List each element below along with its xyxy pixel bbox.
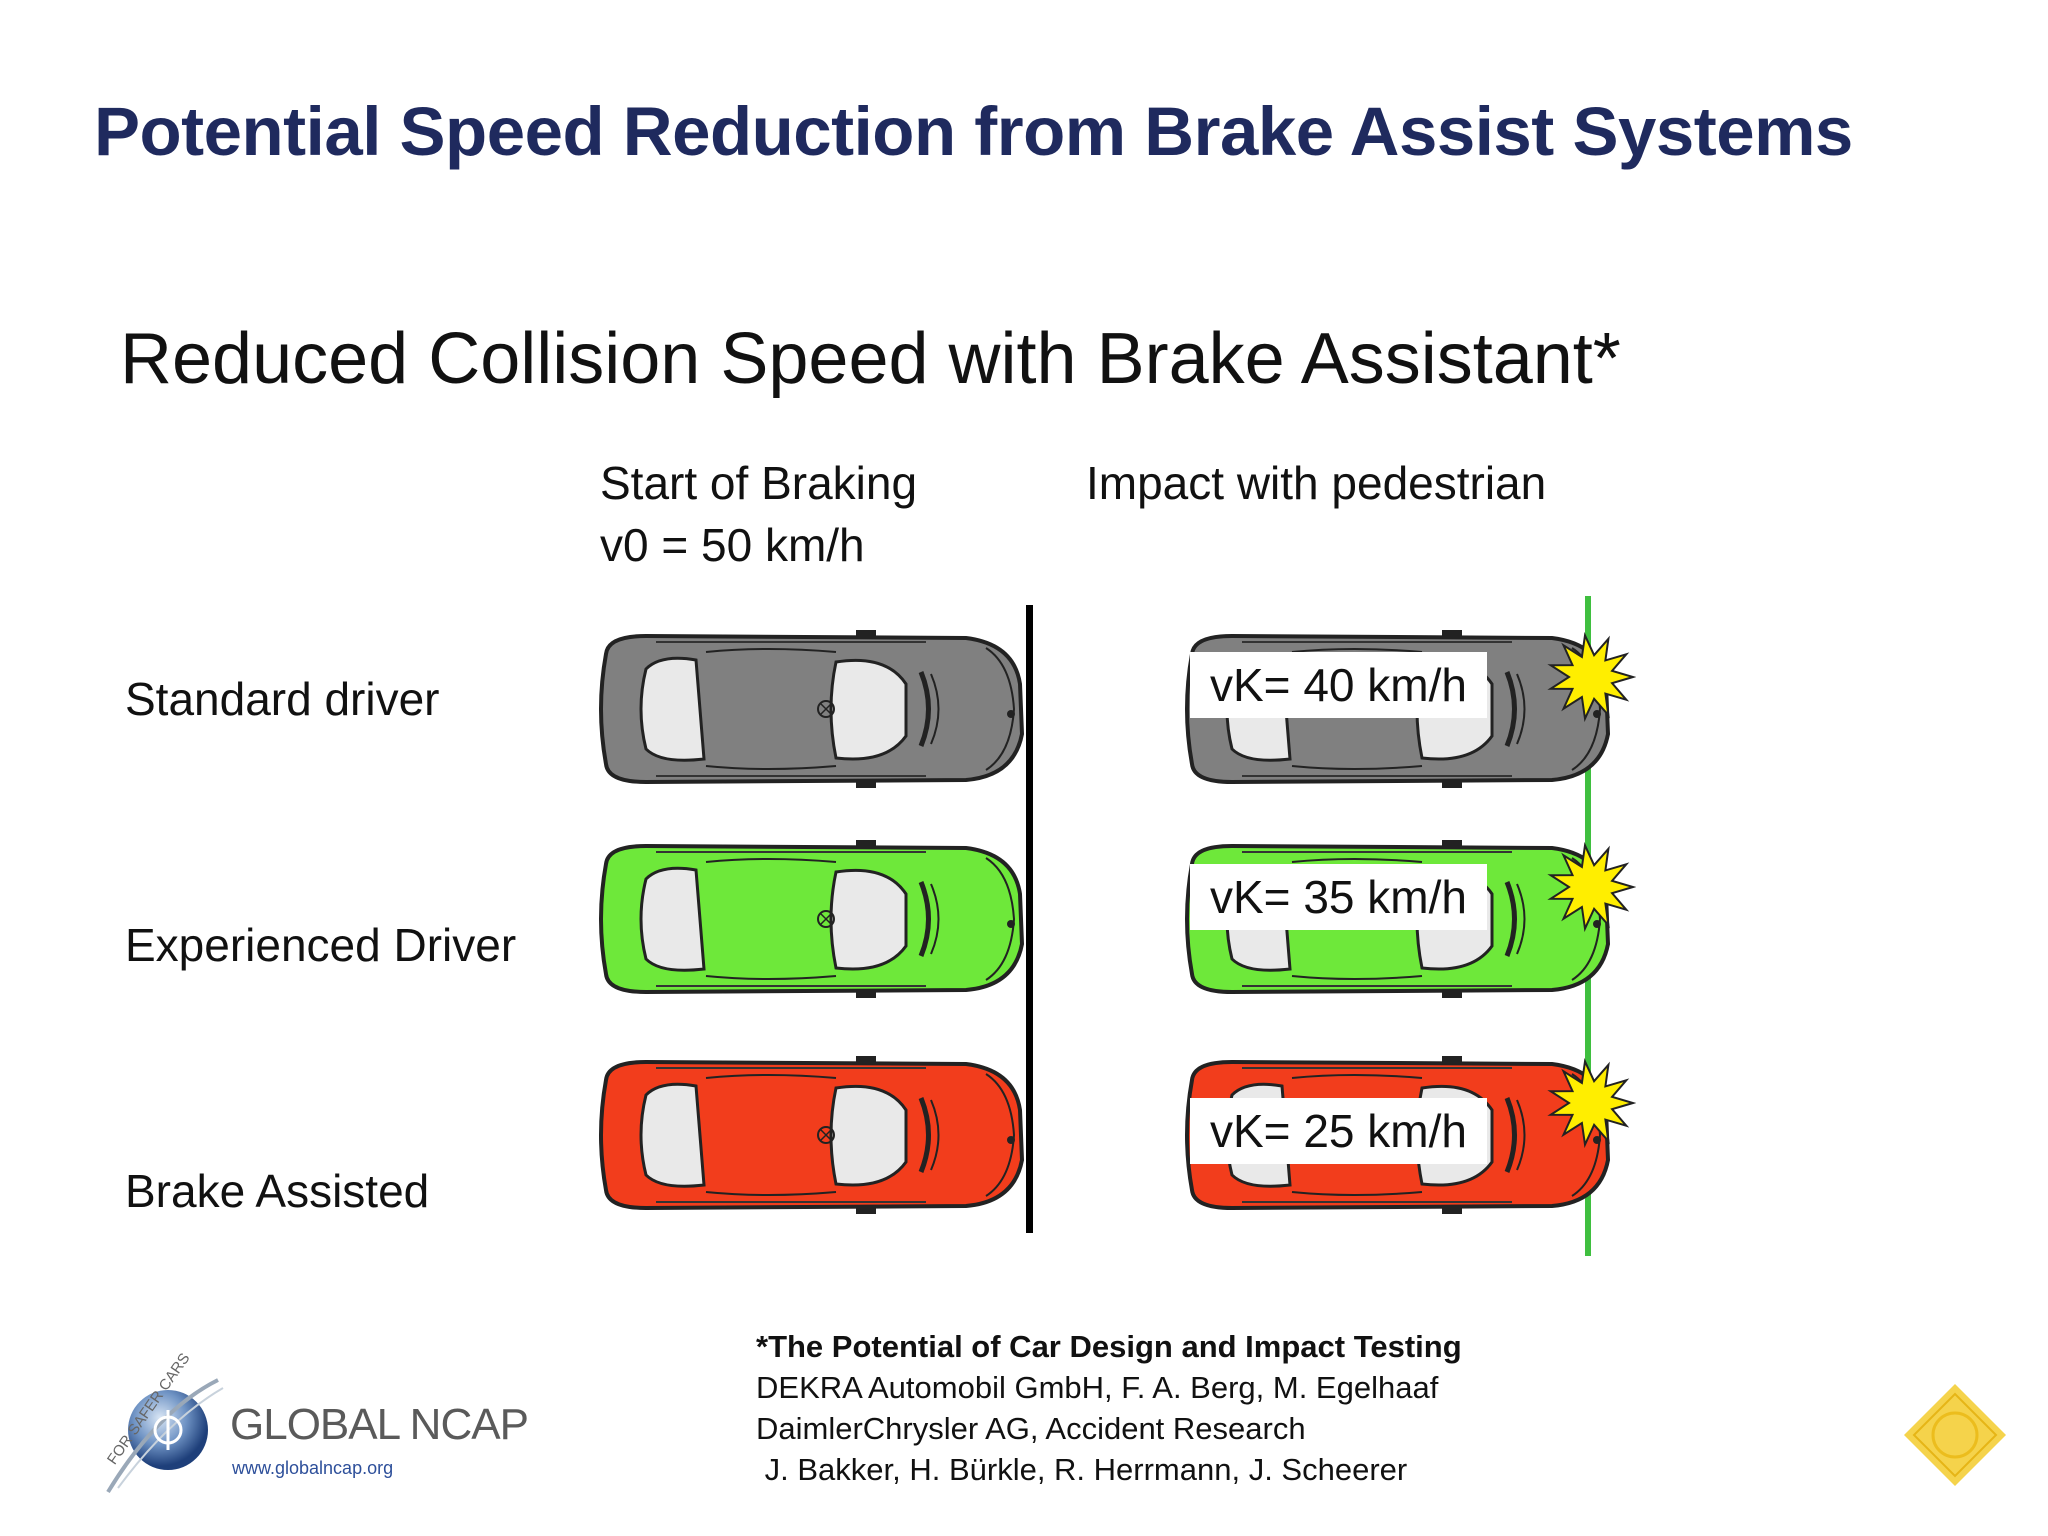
reference-line3: J. Bakker, H. Bürkle, R. Herrmann, J. Sc… xyxy=(756,1452,1408,1487)
logo-url: www.globalncap.org xyxy=(232,1458,394,1478)
column-header-start-line2: v0 = 50 km/h xyxy=(600,519,865,571)
logo-name: GLOBAL NCAP xyxy=(230,1400,529,1449)
row-label-standard-driver: Standard driver xyxy=(125,673,440,725)
car-start-experienced xyxy=(599,840,1025,998)
car-start-brake-assisted xyxy=(599,1056,1025,1214)
slide-subtitle: Reduced Collision Speed with Brake Assis… xyxy=(120,319,1621,399)
reference-line2: DaimlerChrysler AG, Accident Research xyxy=(756,1411,1306,1446)
impact-star-icon xyxy=(1547,842,1636,932)
column-header-start-of-braking: Start of Braking v0 = 50 km/h xyxy=(600,452,917,576)
impact-star-icon xyxy=(1547,632,1636,722)
impact-speed-label-brake-assisted: vK= 25 km/h xyxy=(1190,1098,1487,1164)
reference-line1: DEKRA Automobil GmbH, F. A. Berg, M. Ege… xyxy=(756,1370,1439,1405)
reference-title: *The Potential of Car Design and Impact … xyxy=(756,1329,1462,1364)
impact-speed-label-standard: vK= 40 km/h xyxy=(1190,652,1487,718)
column-header-impact: Impact with pedestrian xyxy=(1086,457,1547,509)
row-label-experienced-driver: Experienced Driver xyxy=(125,919,517,971)
global-ncap-logo-icon xyxy=(106,1378,224,1494)
row-label-brake-assisted: Brake Assisted xyxy=(125,1165,430,1217)
car-start-standard xyxy=(599,630,1025,788)
column-header-start-line1: Start of Braking xyxy=(600,457,918,509)
reference-block: *The Potential of Car Design and Impact … xyxy=(756,1326,1462,1490)
start-of-braking-line xyxy=(1026,605,1033,1233)
road-safety-badge-icon xyxy=(1904,1384,2006,1486)
slide-title: Potential Speed Reduction from Brake Ass… xyxy=(94,93,1853,170)
impact-speed-label-experienced: vK= 35 km/h xyxy=(1190,864,1487,930)
impact-star-icon xyxy=(1547,1058,1636,1148)
